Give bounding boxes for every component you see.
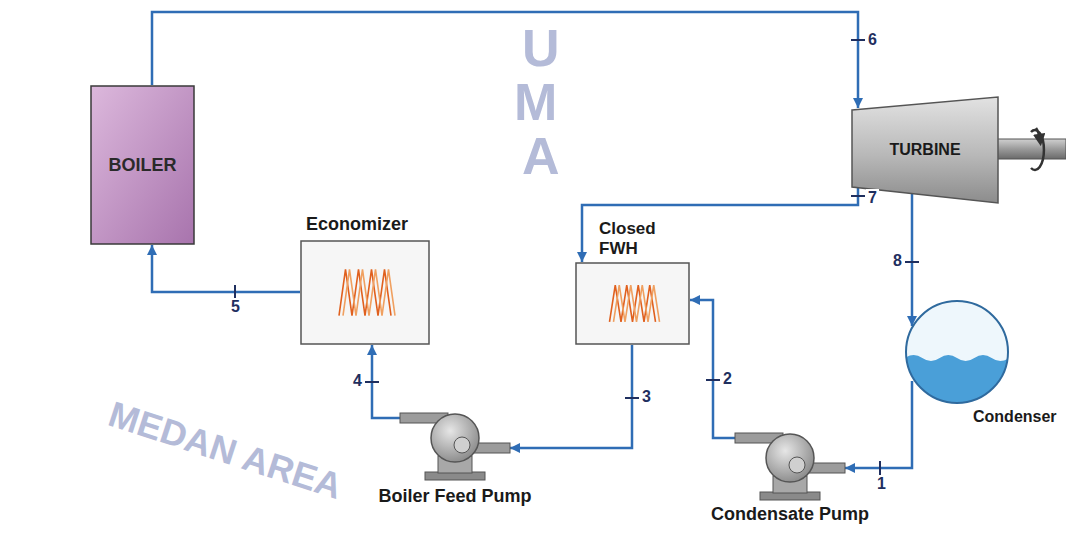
- node-label: Boiler Feed Pump: [378, 486, 531, 507]
- coil-symbol: [343, 269, 395, 315]
- economizer-box: Economizer: [300, 240, 430, 345]
- pump-volute: [766, 434, 814, 482]
- node-outline: [300, 240, 430, 345]
- state-tick: [365, 381, 379, 383]
- coil-symbol: [614, 285, 660, 322]
- heat-exchanger-box: [301, 241, 429, 344]
- pump-eye: [454, 437, 470, 453]
- condensate-pump: Condensate Pump: [735, 420, 845, 500]
- turbine-shaft: [996, 139, 1066, 159]
- node-outline: [400, 400, 510, 480]
- state-number: 3: [640, 388, 653, 406]
- node-label: Condensate Pump: [711, 504, 869, 525]
- heat-exchanger-box: [576, 263, 689, 344]
- pipe-connector: [690, 300, 735, 438]
- pipe-connector: [152, 245, 300, 292]
- state-tick: [234, 285, 236, 299]
- node-outline: [905, 300, 1009, 404]
- state-number: 8: [891, 252, 904, 270]
- node-label: BOILER: [90, 85, 195, 245]
- pump-volute: [431, 414, 479, 462]
- node-label: Condenser: [973, 408, 1057, 426]
- turbine-casing: [852, 97, 998, 203]
- condensate-water: [905, 355, 1009, 404]
- feedwater-heater-box: Closed FWH: [575, 262, 690, 345]
- state-number: 2: [721, 370, 734, 388]
- state-number: 7: [866, 189, 879, 207]
- node-label: Closed FWH: [599, 219, 669, 258]
- pipe-connector: [152, 12, 858, 108]
- pipe-connector: [911, 194, 914, 326]
- condenser-outline: [906, 301, 1008, 403]
- node-outline: [735, 420, 845, 500]
- pipe-connector: [510, 345, 632, 448]
- state-tick: [851, 39, 865, 41]
- pump-eye: [789, 457, 805, 473]
- state-tick: [625, 397, 639, 399]
- boiler-box: BOILER: [90, 85, 195, 245]
- rotation-arrow: [1031, 128, 1044, 170]
- state-number: 4: [351, 372, 364, 390]
- state-number: 6: [866, 31, 879, 49]
- condenser-tank: Condenser: [905, 300, 1009, 404]
- node-label: Economizer: [306, 214, 408, 235]
- state-tick: [851, 195, 865, 197]
- node-outline: [575, 262, 690, 345]
- state-tick: [905, 261, 919, 263]
- state-number: 1: [875, 475, 888, 493]
- state-tick: [879, 461, 881, 475]
- boiler-body: [91, 86, 194, 244]
- watermark-text: MEDAN AREA: [104, 396, 346, 505]
- state-number: 5: [229, 298, 242, 316]
- pipe-connector: [845, 381, 912, 468]
- condenser-shell: [906, 301, 1008, 403]
- pipe-connector: [582, 188, 858, 262]
- watermark-letter: M: [514, 76, 557, 128]
- watermark-letter: A: [522, 130, 560, 182]
- boiler-feed-pump: Boiler Feed Pump: [400, 400, 510, 480]
- state-tick: [706, 379, 720, 381]
- watermark-letter: U: [522, 22, 560, 74]
